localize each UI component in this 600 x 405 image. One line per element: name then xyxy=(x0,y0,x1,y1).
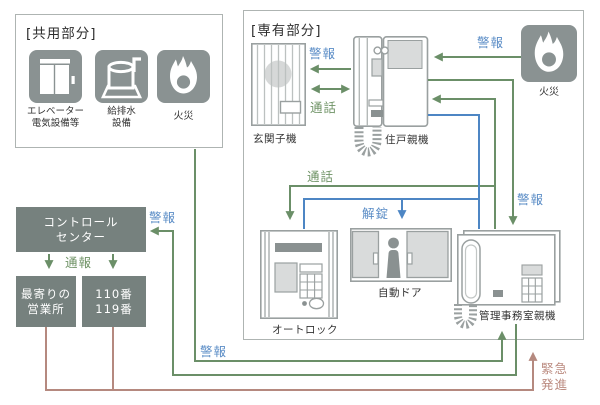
office-unit-label: 管理事務室親機 xyxy=(479,310,556,322)
control-center-box: コントロール センター xyxy=(16,207,146,252)
entrance-unit-label: 玄関子機 xyxy=(253,133,297,145)
emergency-numbers-box: 110番 119番 xyxy=(82,276,146,327)
label-alarm-office-top: 警報 xyxy=(517,192,545,207)
label-alarm-entrance: 警報 xyxy=(309,46,337,61)
caption-water-supply: 給排水 設備 xyxy=(107,106,136,129)
label-emergency-dispatch: 緊急 発進 xyxy=(541,361,569,392)
nearest-office-box: 最寄りの 営業所 xyxy=(16,276,76,327)
entrance-unit-device xyxy=(251,43,306,126)
fire-icon-graphic xyxy=(170,56,197,94)
caption-fire-private: 火災 xyxy=(539,87,559,98)
label-alarm-fire: 警報 xyxy=(477,35,505,50)
caption-elevator: エレベーター 電気設備等 xyxy=(26,106,84,129)
water-supply-icon-graphic xyxy=(100,57,143,99)
label-alarm-common-bottom: 警報 xyxy=(200,344,228,359)
label-talk-loop: 通話 xyxy=(307,169,335,184)
auto-door-device xyxy=(350,228,452,282)
water-supply-icon xyxy=(95,50,148,103)
label-unlock: 解錠 xyxy=(362,206,390,221)
caption-fire-common: 火災 xyxy=(173,111,194,122)
fire-icon-private-graphic xyxy=(534,31,564,72)
elevator-icon xyxy=(29,50,82,103)
autolock-device xyxy=(260,230,338,319)
fire-icon-private xyxy=(521,25,577,82)
residence-unit-label: 住戸親機 xyxy=(385,134,429,146)
fire-icon xyxy=(157,50,210,103)
elevator-icon-graphic xyxy=(40,59,75,94)
entrance-unit-graphic xyxy=(251,43,306,126)
private-area-title: [専有部分] xyxy=(251,23,322,39)
common-area-title: [共用部分] xyxy=(26,26,97,42)
autolock-graphic xyxy=(260,230,338,319)
label-talk-entrance: 通話 xyxy=(310,100,338,115)
label-alarm-control: 警報 xyxy=(149,210,177,225)
auto-door-label: 自動ドア xyxy=(378,287,422,299)
auto-door-graphic xyxy=(350,228,452,282)
label-report: 通報 xyxy=(65,255,93,270)
autolock-label: オートロック xyxy=(272,324,338,336)
